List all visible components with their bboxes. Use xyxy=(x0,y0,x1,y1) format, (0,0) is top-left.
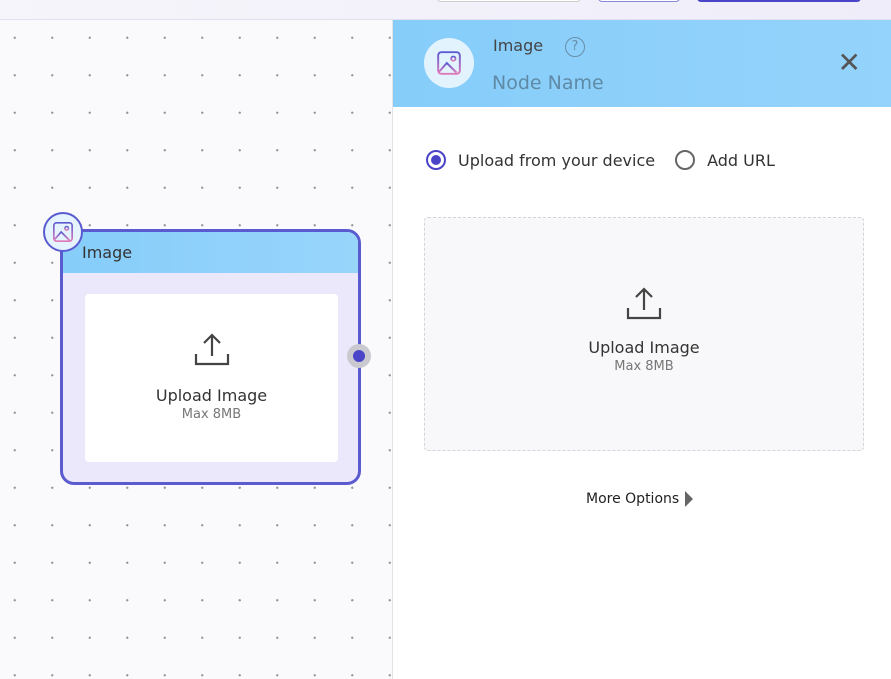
top-toolbar xyxy=(0,0,891,20)
caret-right-icon xyxy=(685,491,694,507)
image-icon xyxy=(424,38,474,88)
upload-icon xyxy=(194,333,229,366)
radio-upload-device[interactable] xyxy=(426,150,446,170)
close-icon[interactable]: ✕ xyxy=(837,46,861,79)
radio-add-url[interactable] xyxy=(675,150,696,170)
help-icon[interactable]: ? xyxy=(565,37,585,57)
upload-dropzone[interactable]: Upload Image Max 8MB xyxy=(424,217,864,451)
image-icon xyxy=(43,212,83,252)
upload-icon xyxy=(626,287,662,320)
image-node[interactable]: Image Upload Image Max 8MB xyxy=(60,229,361,485)
toolbar-primary-button[interactable] xyxy=(697,0,861,2)
panel-title: Image xyxy=(493,36,544,55)
upload-limit: Max 8MB xyxy=(614,359,674,374)
node-title: Image xyxy=(63,232,358,273)
radio-label-url: Add URL xyxy=(707,150,775,170)
panel-header: Image ? ✕ xyxy=(393,20,891,107)
node-upload-area[interactable]: Upload Image Max 8MB xyxy=(85,294,338,462)
radio-label-upload: Upload from your device xyxy=(458,150,656,170)
toolbar-button[interactable] xyxy=(598,0,680,2)
node-name-input[interactable] xyxy=(492,72,792,94)
upload-limit: Max 8MB xyxy=(181,407,242,422)
upload-label: Upload Image xyxy=(155,386,268,405)
more-options-button[interactable]: More Options xyxy=(586,491,694,507)
settings-panel: Image ? ✕ Upload from your device Add UR… xyxy=(392,20,891,679)
toolbar-button[interactable] xyxy=(437,0,581,2)
more-options-label: More Options xyxy=(586,491,680,507)
source-radio-group: Upload from your device Add URL xyxy=(426,150,775,170)
upload-label: Upload Image xyxy=(588,338,700,357)
output-handle[interactable] xyxy=(347,344,371,368)
